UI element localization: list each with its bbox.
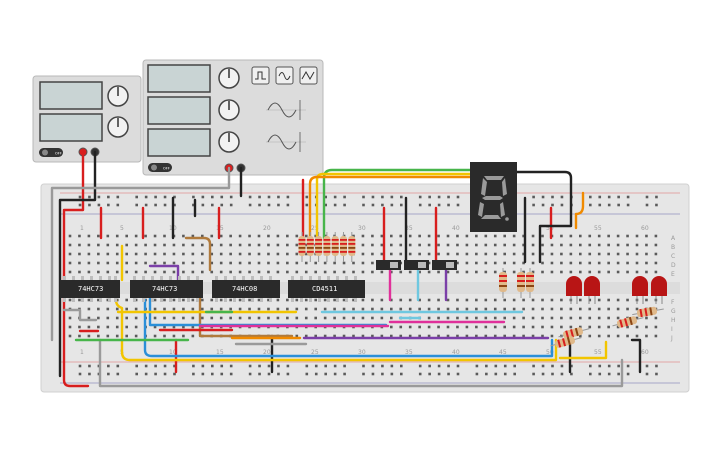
bank-resistor[interactable] <box>315 232 323 262</box>
amplitude-graphic <box>266 100 306 120</box>
svg-text:A: A <box>671 235 676 242</box>
svg-text:5: 5 <box>120 225 124 232</box>
svg-text:F: F <box>671 299 675 306</box>
led-4[interactable] <box>651 276 667 304</box>
fg-display-frequency <box>147 64 211 93</box>
resistor-diagonal-2[interactable] <box>549 334 582 350</box>
bank-resistor[interactable] <box>331 232 339 262</box>
svg-text:20: 20 <box>263 349 271 356</box>
wires[interactable] <box>50 150 642 388</box>
fg-display-amplitude <box>147 96 211 125</box>
wire-yellow-long <box>114 298 558 362</box>
slide-switch-1 <box>376 260 401 270</box>
chip-74hc73-1[interactable]: 74HC73 <box>60 276 120 302</box>
wire-brown <box>184 236 212 272</box>
svg-text:D: D <box>671 262 676 269</box>
svg-text:25: 25 <box>311 225 319 232</box>
svg-text:60: 60 <box>641 349 649 356</box>
fg-display-offset <box>147 128 211 157</box>
square-wave-icon <box>255 71 266 80</box>
resistor-vertical-2[interactable] <box>517 268 525 298</box>
triangle-wave-icon <box>301 70 315 81</box>
svg-text:60: 60 <box>641 225 649 232</box>
svg-text:I: I <box>671 326 673 333</box>
svg-text:C: C <box>671 253 675 260</box>
svg-text:40: 40 <box>452 225 460 232</box>
resistor-vertical-3[interactable] <box>526 268 534 298</box>
chip-4-label: CD4511 <box>312 285 337 293</box>
bank-resistor[interactable] <box>323 232 331 262</box>
slide-switch-3 <box>432 260 457 270</box>
svg-text:E: E <box>671 271 675 278</box>
seven-segment-digit <box>478 176 509 221</box>
chip-3-label: 74HC08 <box>232 285 257 293</box>
power-supply-toggle-label: OFF <box>55 152 62 156</box>
wire-fg-positive <box>50 166 231 342</box>
slide-switch-2 <box>404 260 429 270</box>
led-2[interactable] <box>584 276 600 304</box>
led-3[interactable] <box>632 276 648 304</box>
resistor-diagonal-4[interactable] <box>632 305 665 318</box>
svg-text:25: 25 <box>311 349 319 356</box>
svg-text:45: 45 <box>499 349 507 356</box>
row-letters: A B C D E F G H I J <box>670 235 676 342</box>
wire-segment-orange <box>308 175 472 240</box>
resistor-diagonal-3[interactable] <box>611 314 644 330</box>
chip-cd4511[interactable]: CD4511 <box>288 276 365 302</box>
bank-resistor[interactable] <box>340 232 347 262</box>
function-generator[interactable]: OFF <box>142 59 324 176</box>
fg-toggle-label: OFF <box>163 167 170 171</box>
offset-graphic <box>266 132 306 152</box>
svg-text:40: 40 <box>452 349 460 356</box>
svg-text:G: G <box>671 308 676 315</box>
svg-text:1: 1 <box>80 225 84 232</box>
resistor-vertical-1[interactable] <box>499 268 507 298</box>
svg-text:35: 35 <box>405 225 413 232</box>
resistor-diagonal-1[interactable] <box>557 325 590 341</box>
resistor-bank[interactable] <box>298 232 356 262</box>
wire-brown-2 <box>198 288 294 338</box>
svg-text:20: 20 <box>263 225 271 232</box>
wire-display-orange <box>574 191 585 230</box>
svg-text:10: 10 <box>169 349 177 356</box>
power-supply-display-voltage <box>39 81 103 110</box>
svg-text:H: H <box>671 317 676 324</box>
bank-resistor[interactable] <box>348 232 356 262</box>
chip-2-label: 74HC73 <box>152 285 177 293</box>
power-supply-display-current <box>39 113 103 142</box>
svg-text:1: 1 <box>80 349 84 356</box>
wire-gray-bottom <box>98 338 624 388</box>
wire-power-positive <box>62 150 90 388</box>
chip-1-label: 74HC73 <box>78 285 103 293</box>
wire-display-black <box>515 170 573 264</box>
wire-gray-left <box>62 308 98 322</box>
wire-black-v7 <box>630 338 642 374</box>
chip-74hc73-2[interactable]: 74HC73 <box>130 276 203 302</box>
svg-text:30: 30 <box>358 225 366 232</box>
bank-resistor[interactable] <box>306 232 314 262</box>
svg-text:50: 50 <box>546 349 554 356</box>
svg-text:J: J <box>670 335 673 342</box>
square-wave-button[interactable] <box>251 66 270 85</box>
svg-text:55: 55 <box>594 349 602 356</box>
svg-text:55: 55 <box>594 225 602 232</box>
seven-segment-display[interactable] <box>470 162 517 232</box>
bank-resistor[interactable] <box>298 232 306 262</box>
wire-segment-yellow <box>315 172 476 240</box>
wire-yellow-right <box>558 340 608 360</box>
power-supply[interactable]: OFF <box>32 75 142 163</box>
svg-text:30: 30 <box>358 349 366 356</box>
svg-text:15: 15 <box>216 349 224 356</box>
slide-switches[interactable] <box>376 260 457 270</box>
svg-text:35: 35 <box>405 349 413 356</box>
chip-74hc08[interactable]: 74HC08 <box>212 276 280 302</box>
wire-blue-long <box>143 298 554 358</box>
sine-wave-icon <box>278 72 291 80</box>
svg-text:B: B <box>671 244 675 251</box>
led-1[interactable] <box>566 276 582 304</box>
